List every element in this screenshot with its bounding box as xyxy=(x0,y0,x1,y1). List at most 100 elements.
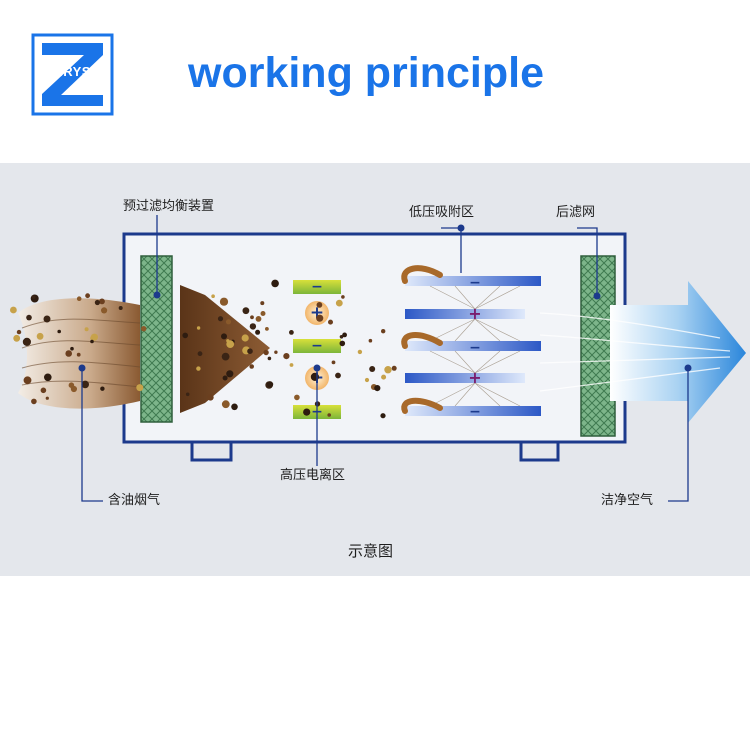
smoke-particle xyxy=(76,352,81,357)
smoke-particle xyxy=(226,370,234,378)
smoke-particle xyxy=(241,334,249,342)
label-post-filter: 后滤网 xyxy=(556,205,596,220)
smoke-particle xyxy=(207,394,214,401)
smoke-particle xyxy=(99,298,105,305)
label-high-voltage: 高压电离区 xyxy=(280,468,346,483)
page-title: working principle xyxy=(188,49,544,97)
smoke-particle xyxy=(289,363,294,367)
smoke-particle xyxy=(23,376,32,385)
plate-pos-1: + xyxy=(468,304,481,323)
smoke-particle xyxy=(221,352,230,361)
smoke-particle xyxy=(369,366,376,372)
leader-lines xyxy=(81,215,689,502)
smoke-particles xyxy=(10,279,397,419)
label-clean-air: 洁净空气 xyxy=(601,493,654,508)
smoke-particle xyxy=(271,279,279,288)
oil-cone xyxy=(180,285,270,413)
smoke-particle xyxy=(263,349,269,356)
smoke-particle xyxy=(65,350,72,357)
smoke-particle xyxy=(328,319,333,325)
smoke-particle xyxy=(141,326,147,332)
smoke-particle xyxy=(260,301,265,306)
smoke-particle xyxy=(260,311,266,316)
smoke-particle xyxy=(316,314,324,322)
smoke-particle xyxy=(182,332,188,339)
smoke-particle xyxy=(196,366,201,371)
smoke-particle xyxy=(90,339,94,344)
smoke-particle xyxy=(342,332,347,338)
smoke-particle xyxy=(16,329,22,335)
smoke-particle xyxy=(43,315,51,323)
smoke-particle xyxy=(310,372,319,381)
ion-neg-2: − xyxy=(311,338,323,354)
smoke-particle xyxy=(374,385,381,392)
smoke-particle xyxy=(242,307,250,315)
smoke-particle xyxy=(339,335,344,339)
smoke-particle xyxy=(10,306,17,314)
smoke-particle xyxy=(339,340,346,347)
smoke-particle xyxy=(90,333,98,341)
smoke-particle xyxy=(94,299,100,306)
smoke-particle xyxy=(265,327,269,331)
smoke-particle xyxy=(81,380,89,389)
smoke-particle xyxy=(289,330,294,335)
smoke-particle xyxy=(31,398,37,405)
smoke-particle xyxy=(217,316,224,322)
smoke-particle xyxy=(327,413,332,417)
smoke-particle xyxy=(381,329,386,334)
smoke-particle xyxy=(255,316,262,322)
plate-neg-1: − xyxy=(469,275,481,291)
adsorption-plates xyxy=(401,265,541,416)
smoke-particle xyxy=(221,400,230,409)
smoke-particle xyxy=(196,326,201,330)
label-oily-smoke: 含油烟气 xyxy=(108,493,161,508)
smoke-particle xyxy=(31,295,36,299)
smoke-particle xyxy=(22,337,31,346)
post-filter xyxy=(580,255,616,437)
smoke-particle xyxy=(221,333,227,340)
smoke-particle xyxy=(294,394,300,401)
smoke-particle xyxy=(36,332,44,340)
smoke-particle xyxy=(255,329,261,335)
leader-dots xyxy=(78,224,692,372)
smoke-particle xyxy=(231,403,238,411)
diagram-caption: 示意图 xyxy=(348,542,394,560)
logo-text: CHRYSO xyxy=(43,64,102,79)
smoke-particle xyxy=(335,299,343,307)
smoke-particle xyxy=(274,350,278,354)
smoke-particle xyxy=(45,396,49,400)
smoke-particle xyxy=(384,366,392,374)
smoke-particle xyxy=(222,375,228,381)
chryso-logo: CHRYSO xyxy=(31,33,114,116)
plate-neg-2: − xyxy=(469,340,481,356)
smoke-particle xyxy=(26,314,32,321)
smoke-particle xyxy=(250,315,254,320)
smoke-particle xyxy=(341,295,345,299)
smoke-particle xyxy=(57,329,61,334)
ion-neg-1: − xyxy=(311,279,323,295)
plate-pos-2: + xyxy=(468,368,481,387)
smoke-particle xyxy=(225,319,232,325)
smoke-particle xyxy=(303,408,311,416)
clean-air-arrow xyxy=(610,281,746,423)
smoke-particle xyxy=(219,297,229,306)
smoke-particle xyxy=(267,381,274,388)
smoke-particle xyxy=(100,386,105,391)
smoke-particle xyxy=(335,372,341,379)
right-foot xyxy=(519,442,560,462)
smoke-particle xyxy=(380,413,386,419)
smoke-particle xyxy=(211,294,215,298)
air-streaks xyxy=(539,312,731,392)
smoke-particle xyxy=(70,385,77,393)
smoke-particle xyxy=(381,374,387,380)
plate-neg-3: − xyxy=(469,404,481,420)
smoke-particle xyxy=(247,348,253,354)
smoke-particle xyxy=(70,346,74,351)
smoke-particle xyxy=(197,351,203,357)
label-low-voltage: 低压吸附区 xyxy=(409,205,475,220)
smoke-particle xyxy=(267,356,272,361)
smoke-lines xyxy=(21,318,141,388)
smoke-particle xyxy=(85,293,90,299)
smoke-particle xyxy=(357,349,363,355)
smoke-particle xyxy=(40,387,47,394)
